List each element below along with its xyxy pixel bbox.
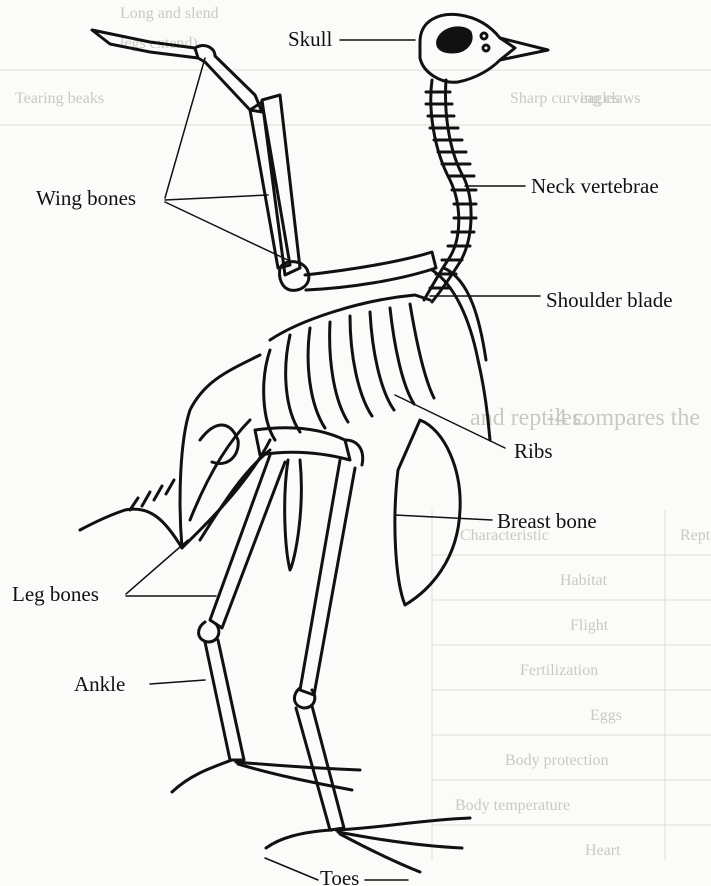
label-toes: Toes bbox=[320, 868, 359, 886]
breast-bone bbox=[395, 420, 460, 605]
label-ribs: Ribs bbox=[514, 441, 553, 462]
label-breast-bone: Breast bone bbox=[497, 511, 597, 532]
label-wing-bones: Wing bones bbox=[36, 188, 136, 209]
label-leg-bones: Leg bones bbox=[12, 584, 99, 605]
label-skull: Skull bbox=[288, 29, 332, 50]
pelvis-and-tail bbox=[80, 355, 270, 548]
skull-bone bbox=[420, 14, 548, 82]
label-shoulder-blade: Shoulder blade bbox=[546, 290, 673, 311]
label-neck-vertebrae: Neck vertebrae bbox=[531, 176, 659, 197]
shoulder-blade-bone bbox=[432, 268, 490, 440]
label-ankle: Ankle bbox=[74, 674, 125, 695]
wing-bones bbox=[92, 30, 436, 290]
ribcage bbox=[264, 295, 434, 440]
toe-bones bbox=[172, 760, 470, 872]
leader-lines bbox=[126, 40, 540, 880]
